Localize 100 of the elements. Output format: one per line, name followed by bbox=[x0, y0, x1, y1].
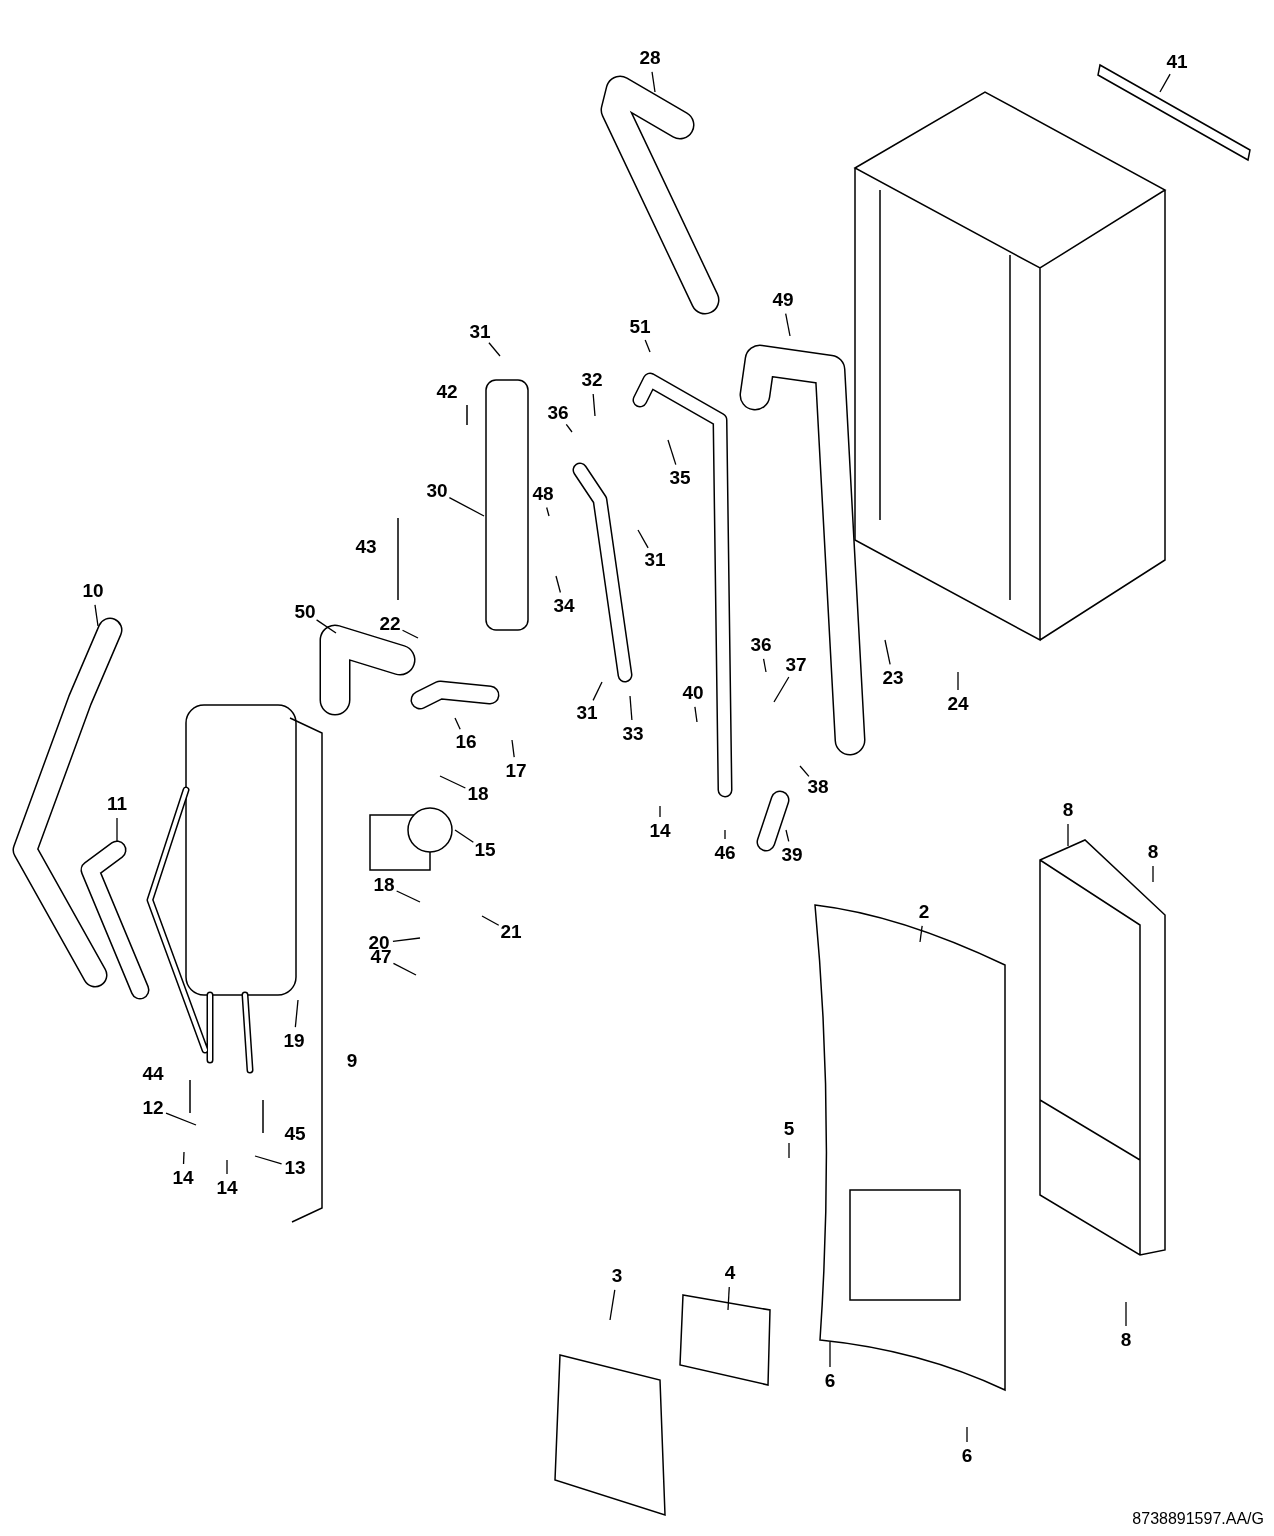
callout-number: 42 bbox=[436, 382, 458, 402]
callout-number: 14 bbox=[216, 1178, 238, 1198]
callout-number: 2 bbox=[918, 902, 930, 922]
callout-number: 41 bbox=[1166, 52, 1188, 72]
callout-number: 35 bbox=[669, 468, 691, 488]
leader-line bbox=[315, 619, 337, 634]
leader-line bbox=[511, 739, 515, 758]
leader-line bbox=[799, 765, 810, 777]
callout-number: 48 bbox=[532, 484, 554, 504]
callout-number: 14 bbox=[649, 821, 671, 841]
leader-line bbox=[785, 313, 791, 337]
callout-number: 40 bbox=[682, 683, 704, 703]
leader-line bbox=[488, 342, 501, 357]
leader-line bbox=[629, 695, 633, 721]
leader-line bbox=[785, 829, 790, 843]
leader-line bbox=[1152, 865, 1154, 883]
leader-line bbox=[884, 639, 891, 665]
callout-number: 36 bbox=[750, 635, 772, 655]
callout-number: 21 bbox=[500, 922, 522, 942]
leader-line bbox=[392, 937, 421, 942]
callout-number: 30 bbox=[426, 481, 448, 501]
leader-line bbox=[454, 717, 461, 730]
leader-line bbox=[919, 925, 923, 943]
leader-line bbox=[448, 496, 485, 517]
callout-number: 13 bbox=[284, 1158, 306, 1178]
callout-number: 39 bbox=[781, 845, 803, 865]
leader-line bbox=[439, 775, 466, 789]
callout-number: 18 bbox=[467, 784, 489, 804]
callout-number: 44 bbox=[142, 1064, 164, 1084]
leader-line bbox=[829, 1341, 831, 1368]
leader-line bbox=[182, 1151, 185, 1165]
leader-line bbox=[116, 817, 118, 843]
leader-line bbox=[1159, 73, 1171, 93]
callout-number: 8 bbox=[1147, 842, 1159, 862]
drawing-number: 8738891597.AA/G bbox=[1132, 1510, 1264, 1528]
callout-number: 38 bbox=[807, 777, 829, 797]
leader-line bbox=[773, 676, 790, 703]
callout-number: 36 bbox=[547, 403, 569, 423]
leader-line bbox=[294, 999, 299, 1028]
leader-line bbox=[637, 529, 649, 549]
callout-number: 31 bbox=[469, 322, 491, 342]
callout-number: 6 bbox=[824, 1371, 836, 1391]
leader-line bbox=[762, 658, 767, 673]
callout-number: 45 bbox=[284, 1124, 306, 1144]
leader-line bbox=[94, 604, 99, 627]
callout-number: 49 bbox=[772, 290, 794, 310]
callout-number: 3 bbox=[611, 1266, 623, 1286]
leader-line bbox=[644, 339, 651, 353]
leader-line bbox=[392, 962, 417, 976]
callout-number: 50 bbox=[294, 602, 316, 622]
callout-number: 14 bbox=[172, 1168, 194, 1188]
callout-number: 46 bbox=[714, 843, 736, 863]
callout-number: 18 bbox=[373, 875, 395, 895]
callout-number: 43 bbox=[355, 537, 377, 557]
leader-line bbox=[659, 805, 661, 818]
callout-number: 34 bbox=[553, 596, 575, 616]
callout-number: 51 bbox=[629, 317, 651, 337]
leader-line bbox=[724, 829, 726, 840]
callout-number: 10 bbox=[82, 581, 104, 601]
leader-line bbox=[694, 706, 698, 723]
callout-number: 19 bbox=[283, 1031, 305, 1051]
leader-line bbox=[1067, 823, 1069, 847]
callout-number: 16 bbox=[455, 732, 477, 752]
leader-line bbox=[555, 575, 562, 594]
leader-line bbox=[454, 829, 474, 843]
callout-number: 17 bbox=[505, 761, 527, 781]
callout-number: 12 bbox=[142, 1098, 164, 1118]
callout-number: 6 bbox=[961, 1446, 973, 1466]
leader-line bbox=[1125, 1301, 1127, 1327]
callout-number: 31 bbox=[576, 703, 598, 723]
callout-number: 33 bbox=[622, 724, 644, 744]
leader-line bbox=[667, 439, 677, 466]
leader-line bbox=[957, 671, 959, 691]
callout-number: 15 bbox=[474, 840, 496, 860]
leader-line bbox=[788, 1142, 790, 1159]
callout-number: 32 bbox=[581, 370, 603, 390]
leader-line bbox=[727, 1286, 730, 1311]
leader-line bbox=[651, 71, 656, 93]
leader-line bbox=[609, 1289, 616, 1321]
callout-number: 9 bbox=[346, 1051, 358, 1071]
leader-line bbox=[592, 681, 603, 702]
callout-number: 4 bbox=[724, 1263, 736, 1283]
callout-number: 8 bbox=[1120, 1330, 1132, 1350]
leader-line bbox=[481, 915, 500, 926]
callout-number: 22 bbox=[379, 614, 401, 634]
callout-number: 5 bbox=[783, 1119, 795, 1139]
callout-number: 8 bbox=[1062, 800, 1074, 820]
leader-line bbox=[401, 629, 419, 639]
leader-line bbox=[966, 1426, 968, 1443]
leader-line bbox=[546, 506, 550, 517]
leader-line bbox=[396, 890, 421, 903]
leader-line bbox=[165, 1112, 197, 1126]
leader-line bbox=[565, 423, 573, 433]
callout-number: 28 bbox=[639, 48, 661, 68]
leader-line bbox=[254, 1155, 283, 1165]
callout-number: 11 bbox=[106, 794, 128, 814]
leader-line bbox=[592, 393, 596, 417]
callout-number: 37 bbox=[785, 655, 807, 675]
leader-line bbox=[226, 1159, 228, 1175]
callout-number: 24 bbox=[947, 694, 969, 714]
